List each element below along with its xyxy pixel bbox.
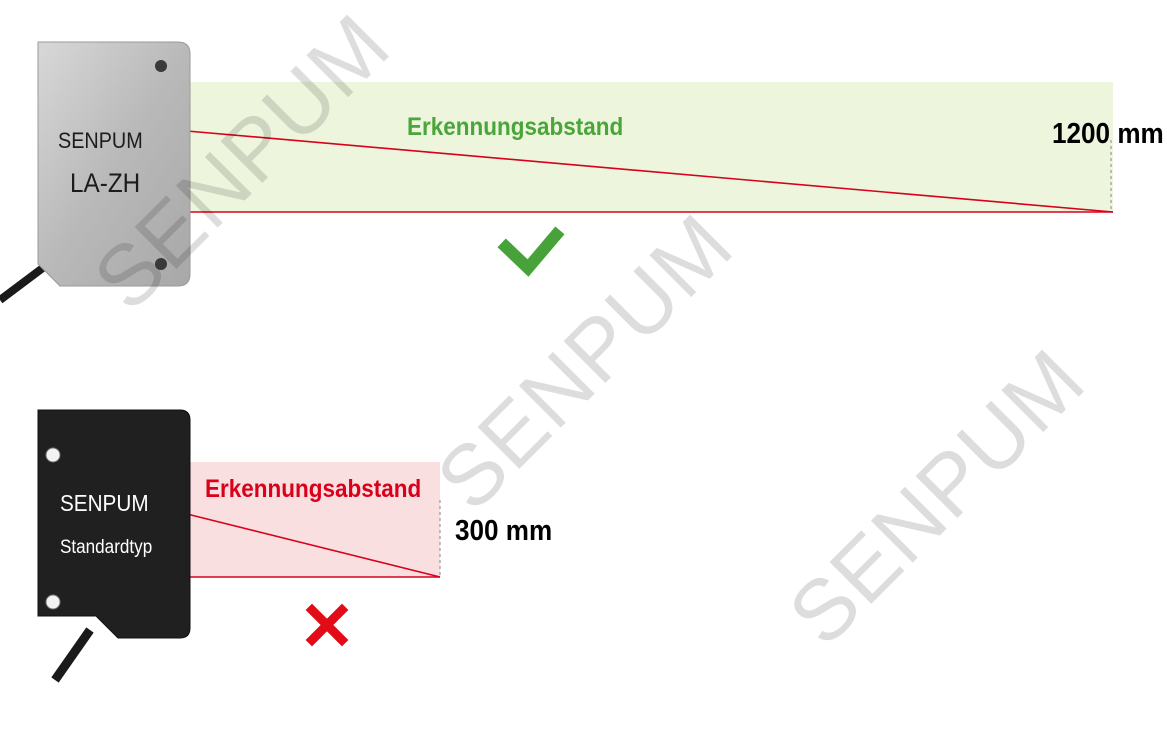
beam-top-upper [186,130,1114,213]
sensor-model-top: LA-ZH [70,168,141,198]
mount-hole-icon [155,258,167,270]
cable-bottom [51,627,94,683]
sensor-brand-bottom: SENPUM [60,490,149,516]
cross-icon [305,603,349,647]
distance-label-top: 1200 mm [1052,118,1164,150]
distance-label-bottom: 300 mm [455,515,553,547]
mount-hole-icon [155,60,167,72]
sensor-model-bottom: Standardtyp [60,537,153,558]
beam-bottom-upper [186,513,441,578]
mount-hole-icon [45,447,61,463]
checkmark-icon [497,226,565,277]
sensor-body-top [37,41,191,287]
zone-label-bottom: Erkennungsabstand [205,475,422,503]
sensor-brand-top: SENPUM [58,128,143,153]
mount-hole-icon [45,594,61,610]
zone-label-top: Erkennungsabstand [407,113,624,141]
sensor-body-bottom [37,409,191,639]
detection-zone-top [187,82,1113,212]
detection-zone-bottom [187,462,440,577]
